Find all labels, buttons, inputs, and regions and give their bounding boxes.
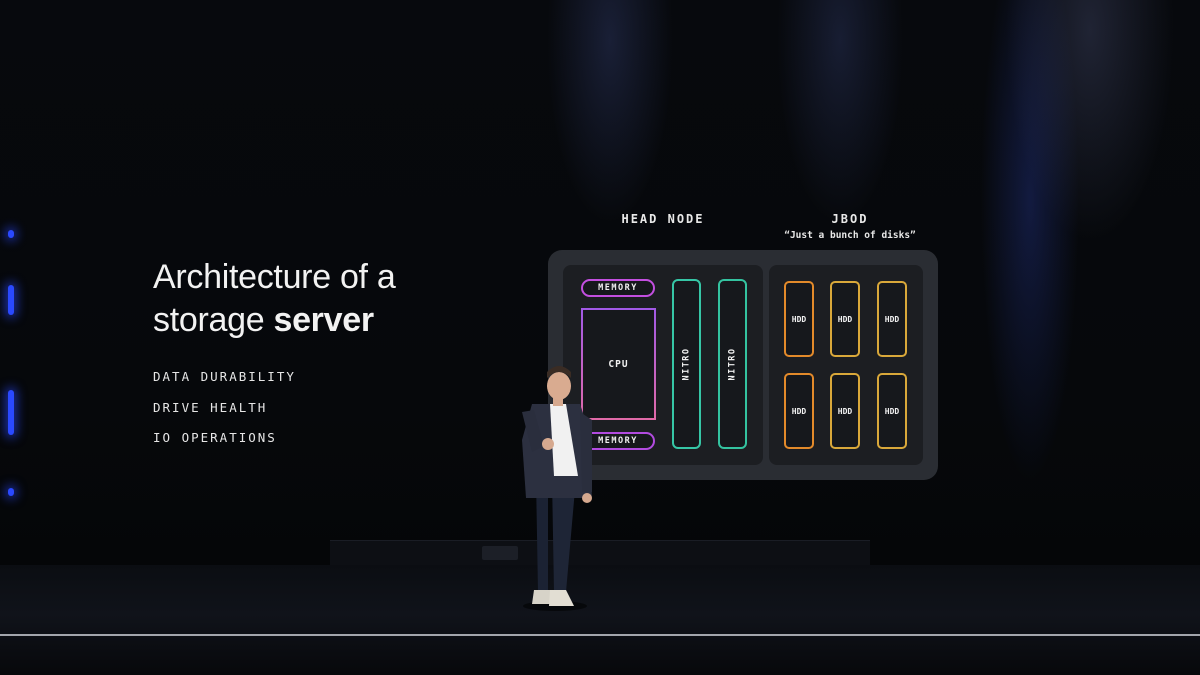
hdd-drive: HDD — [830, 281, 860, 357]
cpu-block: CPU — [581, 308, 656, 420]
presenter-shoe — [549, 590, 574, 606]
hdd-drive: HDD — [784, 281, 814, 357]
title-line1: Architecture of a — [153, 258, 396, 296]
side-light — [8, 390, 14, 435]
nitro-card: NITRO — [672, 279, 701, 449]
hdd-drive: HDD — [830, 373, 860, 449]
topic-item: DATA DURABILITY — [153, 369, 296, 384]
stage-monitor — [482, 546, 518, 560]
presenter-arm — [522, 410, 544, 452]
presenter-neck — [553, 394, 563, 406]
jbod-label: JBOD — [831, 212, 869, 226]
stage-edge-line — [0, 634, 1200, 636]
title-line2-bold: server — [273, 301, 374, 339]
jbod-sublabel: “Just a bunch of disks” — [784, 230, 916, 241]
memory-label: MEMORY — [598, 283, 638, 293]
topic-list: DATA DURABILITY DRIVE HEALTH IO OPERATIO… — [153, 368, 296, 460]
slide-title: Architecture of a storage server — [153, 256, 396, 342]
hdd-label: HDD — [837, 406, 853, 416]
hdd-label: HDD — [837, 314, 853, 324]
presenter-leg — [536, 478, 548, 592]
title-line2-regular: storage — [153, 301, 265, 339]
presenter-shoe — [532, 590, 551, 604]
presenter-hand — [582, 493, 592, 503]
hdd-label: HDD — [884, 314, 900, 324]
stage-riser — [330, 540, 870, 567]
hdd-label: HDD — [791, 314, 807, 324]
presenter-head — [547, 372, 571, 400]
hdd-label: HDD — [884, 406, 900, 416]
memory-module-top: MEMORY — [581, 279, 655, 297]
side-light — [8, 230, 14, 238]
head-node-label: HEAD NODE — [621, 212, 705, 226]
cpu-label: CPU — [608, 358, 629, 370]
presenter-hair — [547, 366, 571, 378]
presenter-leg — [552, 478, 576, 592]
memory-label: MEMORY — [598, 436, 638, 446]
memory-module-bottom: MEMORY — [581, 432, 655, 450]
hdd-drive: HDD — [784, 373, 814, 449]
presenter-shirt — [550, 404, 578, 476]
topic-item: IO OPERATIONS — [153, 430, 277, 445]
hdd-drive: HDD — [877, 281, 907, 357]
hdd-label: HDD — [791, 406, 807, 416]
presenter-arm — [580, 412, 592, 492]
side-light — [8, 488, 14, 496]
presenter-hand — [542, 438, 554, 450]
stage-floor — [0, 565, 1200, 675]
nitro-card: NITRO — [718, 279, 747, 449]
hdd-drive: HDD — [877, 373, 907, 449]
side-light — [8, 285, 14, 315]
topic-item: DRIVE HEALTH — [153, 399, 268, 415]
